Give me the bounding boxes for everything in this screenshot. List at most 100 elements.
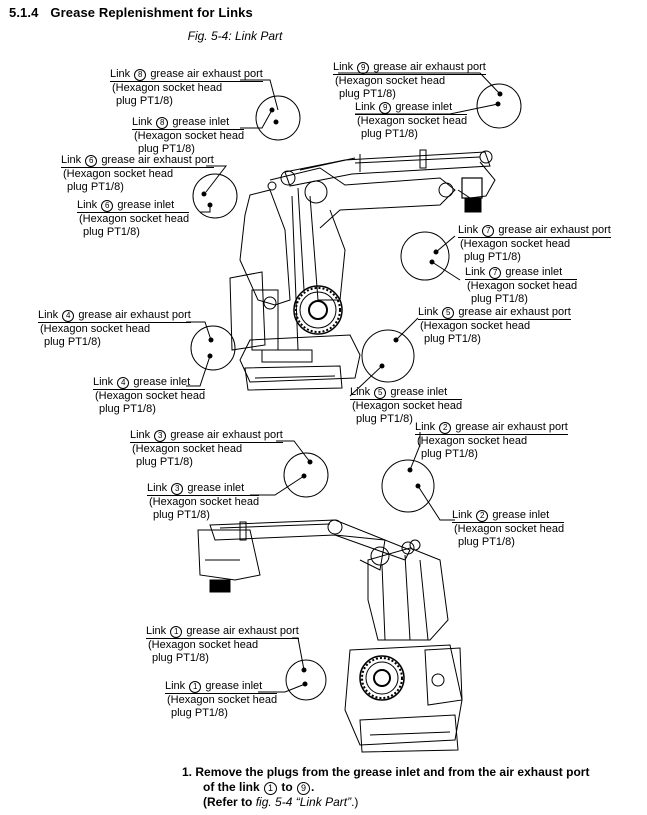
callout-line3: plug PT1/8) [171, 706, 228, 719]
instruction-line2: of the link 1 to 9. [182, 780, 589, 795]
callout-link6-inlet: Link 6 grease inlet (Hexagon socket head… [77, 199, 190, 238]
link-number-badge: 9 [379, 102, 392, 114]
callout-prefix: Link [452, 509, 473, 521]
callout-link1-exhaust: Link 1 grease air exhaust port (Hexagon … [146, 625, 299, 664]
callout-text: grease inlet [492, 509, 550, 521]
figure-caption: Fig. 5-4: Link Part [187, 29, 283, 43]
callout-prefix: Link [61, 154, 82, 166]
link-number-badge: 5 [442, 307, 455, 319]
callout-line3: plug PT1/8) [424, 332, 481, 345]
section-title: Grease Replenishment for Links [50, 5, 253, 20]
callout-text: grease air exhaust port [150, 68, 263, 80]
callout-text: grease air exhaust port [458, 306, 571, 318]
callout-line3: plug PT1/8) [356, 412, 413, 425]
callout-prefix: Link [132, 116, 153, 128]
callout-line2: (Hexagon socket head [148, 639, 259, 651]
callout-link4-inlet: Link 4 grease inlet (Hexagon socket head… [93, 376, 206, 415]
callout-line2: (Hexagon socket head [167, 694, 278, 706]
callout-prefix: Link [93, 376, 114, 388]
step-text-line1: Remove the plugs from the grease inlet a… [195, 765, 590, 779]
callout-line2: (Hexagon socket head [63, 168, 174, 180]
link-number-badge: 8 [156, 117, 169, 129]
callout-line2: (Hexagon socket head [112, 82, 223, 94]
step-to-word: to [281, 780, 293, 794]
callout-prefix: Link [146, 625, 167, 637]
callout-link3-exhaust: Link 3 grease air exhaust port (Hexagon … [130, 429, 283, 468]
callout-line3: plug PT1/8) [152, 651, 209, 664]
link-number-badge: 3 [171, 483, 184, 495]
instruction-step-1: 1. Remove the plugs from the grease inle… [182, 765, 589, 780]
callout-line2: (Hexagon socket head [134, 130, 245, 142]
callout-text: grease inlet [205, 680, 263, 692]
callout-text: grease inlet [505, 266, 563, 278]
link-number-badge: 2 [476, 510, 489, 522]
callout-line2: (Hexagon socket head [357, 115, 468, 127]
callout-prefix: Link [355, 101, 376, 113]
callout-link3-inlet: Link 3 grease inlet (Hexagon socket head… [147, 482, 260, 521]
step-period: . [311, 780, 315, 794]
callout-prefix: Link [38, 309, 59, 321]
callout-link9-inlet: Link 9 grease inlet (Hexagon socket head… [355, 101, 468, 140]
callout-line3: plug PT1/8) [471, 292, 528, 305]
callout-line3: plug PT1/8) [153, 508, 210, 521]
callout-text: grease inlet [117, 199, 175, 211]
figure-reference-link[interactable]: fig. 5-4 [255, 795, 293, 809]
section-number: 5.1.4 [9, 5, 39, 20]
callout-link6-exhaust: Link 6 grease air exhaust port (Hexagon … [61, 154, 214, 193]
callout-line3: plug PT1/8) [361, 127, 418, 140]
callout-prefix: Link [110, 68, 131, 80]
link-number-badge: 1 [170, 626, 183, 638]
callout-line3: plug PT1/8) [44, 335, 101, 348]
callout-line2: (Hexagon socket head [335, 75, 446, 87]
callout-text: grease air exhaust port [373, 61, 486, 73]
figure-reference-title: “Link Part” [295, 795, 352, 809]
refer-to-text: (Refer to [203, 795, 253, 809]
callout-line3: plug PT1/8) [421, 447, 478, 460]
callout-text: grease air exhaust port [170, 429, 283, 441]
link-number-badge: 9 [357, 62, 370, 74]
section-heading: 5.1.4 Grease Replenishment for Links [9, 5, 253, 20]
refer-end: .) [351, 795, 359, 809]
callout-line3: plug PT1/8) [67, 180, 124, 193]
link-number-badge: 5 [374, 387, 387, 399]
callout-link2-exhaust: Link 2 grease air exhaust port (Hexagon … [415, 421, 568, 460]
callout-link1-inlet: Link 1 grease inlet (Hexagon socket head… [165, 680, 278, 719]
callout-prefix: Link [458, 224, 479, 236]
callout-link5-inlet: Link 5 grease inlet (Hexagon socket head… [350, 386, 463, 425]
callout-line2: (Hexagon socket head [132, 443, 243, 455]
callout-text: grease inlet [172, 116, 230, 128]
link-number-badge: 6 [85, 155, 98, 167]
link-number-badge: 1 [189, 681, 202, 693]
callout-link7-exhaust: Link 7 grease air exhaust port (Hexagon … [458, 224, 611, 263]
callout-prefix: Link [350, 386, 371, 398]
callout-line2: (Hexagon socket head [149, 496, 260, 508]
callout-text: grease air exhaust port [498, 224, 611, 236]
callout-text: grease air exhaust port [78, 309, 191, 321]
instruction-list: 1. Remove the plugs from the grease inle… [182, 765, 589, 810]
callout-line2: (Hexagon socket head [420, 320, 531, 332]
callout-line3: plug PT1/8) [83, 225, 140, 238]
link-number-badge: 4 [117, 377, 130, 389]
callout-line3: plug PT1/8) [138, 142, 195, 155]
link-number-badge: 7 [489, 267, 502, 279]
callout-line3: plug PT1/8) [464, 250, 521, 263]
callout-prefix: Link [77, 199, 98, 211]
callout-prefix: Link [130, 429, 151, 441]
callout-link4-exhaust: Link 4 grease air exhaust port (Hexagon … [38, 309, 191, 348]
callout-line2: (Hexagon socket head [454, 523, 565, 535]
callout-text: grease air exhaust port [186, 625, 299, 637]
callout-text: grease inlet [133, 376, 191, 388]
callout-text: grease inlet [395, 101, 453, 113]
link-number-badge: 4 [62, 310, 75, 322]
link-number-badge: 7 [482, 225, 495, 237]
link-number-badge: 2 [439, 422, 452, 434]
link-number-badge: 9 [297, 782, 311, 795]
callout-line2: (Hexagon socket head [467, 280, 578, 292]
link-number-badge: 6 [101, 200, 114, 212]
link-number-badge: 1 [264, 782, 278, 795]
callout-line2: (Hexagon socket head [352, 400, 463, 412]
robot-top-drawing [186, 72, 522, 397]
callout-prefix: Link [333, 61, 354, 73]
step-text-line2: of the link [203, 780, 260, 794]
